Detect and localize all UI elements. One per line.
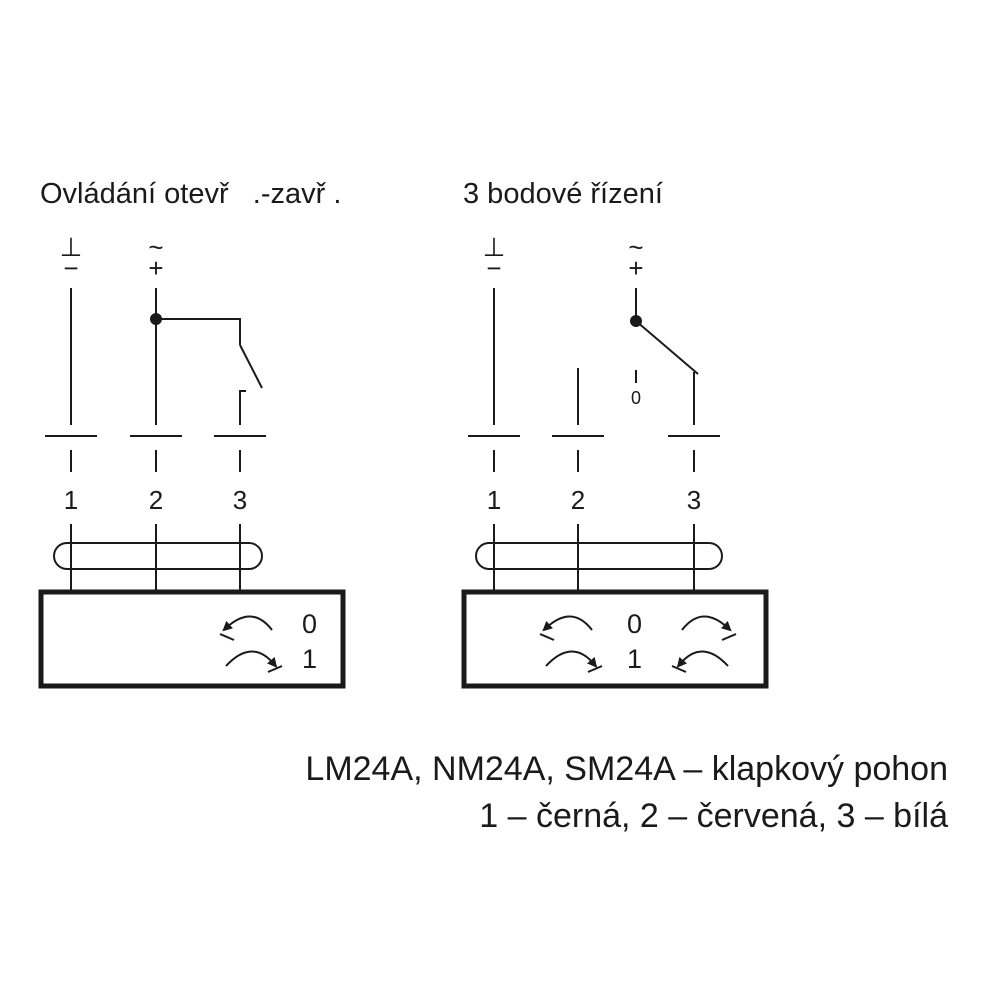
- right-actuator-box: [461, 589, 769, 689]
- right-t2-plus-symbol: +: [628, 253, 643, 283]
- left-actuator-box: [38, 589, 346, 689]
- right-rotation-cw-stop: [587, 665, 603, 673]
- left-state-label-0: 0: [302, 609, 317, 639]
- right-panel-title: 3 bodové řízení: [463, 178, 663, 210]
- left-switch-blade: [239, 344, 263, 389]
- left-panel: Ovládání otevř .-zavř . ⊥ − ~ + 1 2 3: [38, 178, 346, 689]
- left-rotation-ccw-stop: [219, 633, 235, 641]
- left-t2-ac-symbol: ~: [148, 232, 163, 262]
- right-rotation-cw-icon: [545, 650, 598, 668]
- right-rotation-cw-alt-icon: [681, 615, 732, 632]
- right-cable-sheath: [475, 542, 723, 570]
- right-t1-minus-symbol: −: [486, 253, 501, 283]
- left-switch-contact: [239, 390, 246, 425]
- left-terminal-label-1: 1: [64, 485, 78, 515]
- left-rotation-cw-icon: [225, 650, 278, 668]
- left-rotation-cw-stop: [267, 665, 283, 673]
- left-terminal-label-3: 3: [233, 485, 247, 515]
- left-switch-feed: [156, 318, 241, 345]
- right-panel: 3 bodové řízení ⊥ − ~ + 0 1 2 3: [461, 178, 769, 689]
- right-rotation-cw-alt-stop: [721, 633, 737, 641]
- right-t2-ac-symbol: ~: [628, 232, 643, 262]
- left-panel-title: Ovládání otevř .-zavř .: [40, 178, 341, 210]
- left-terminal-label-2: 2: [149, 485, 163, 515]
- left-t1-ground-symbol: ⊥: [60, 232, 83, 262]
- right-rotation-ccw-alt-stop: [671, 665, 687, 673]
- left-t1-minus-symbol: −: [63, 253, 78, 283]
- right-t1-ground-symbol: ⊥: [483, 232, 506, 262]
- right-terminal-label-2: 2: [571, 485, 585, 515]
- right-rotation-ccw-stop: [539, 633, 555, 641]
- right-rotation-ccw-icon: [542, 615, 593, 632]
- right-rotation-ccw-alt-icon: [676, 650, 729, 668]
- caption-color-line: 1 – černá, 2 – červená, 3 – bílá: [479, 797, 948, 835]
- right-switch-blade: [635, 320, 699, 375]
- left-t2-plus-symbol: +: [148, 253, 163, 283]
- left-state-label-1: 1: [302, 644, 317, 674]
- right-terminal-label-1: 1: [487, 485, 501, 515]
- right-state-label-0: 0: [627, 609, 642, 639]
- right-state-label-1: 1: [627, 644, 642, 674]
- left-cable-sheath: [53, 542, 263, 570]
- right-switch-position-label: 0: [631, 388, 641, 408]
- right-terminal-label-3: 3: [687, 485, 701, 515]
- caption-model-line: LM24A, NM24A, SM24A – klapkový pohon: [305, 750, 948, 788]
- left-rotation-ccw-icon: [222, 615, 273, 632]
